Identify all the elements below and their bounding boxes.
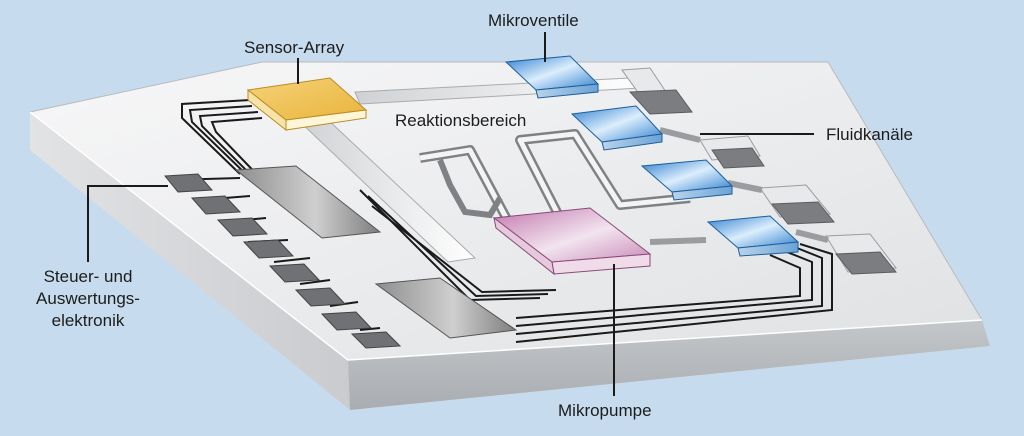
micro-valve <box>570 105 664 151</box>
outlet-well <box>628 89 693 115</box>
micro-valve <box>706 215 800 257</box>
chip-right-face <box>348 320 990 410</box>
control-electronics <box>234 165 518 339</box>
contact-pads <box>163 173 402 349</box>
micro-valve <box>640 159 734 201</box>
micro-valves <box>504 55 800 257</box>
contact-pad <box>163 173 214 193</box>
contact-pad <box>320 311 373 331</box>
fluid-channels <box>296 67 898 275</box>
label-mikroventile: Mikroventile <box>488 11 579 30</box>
label-steuer-elektronik: Steuer- und Auswertungs- elektronik <box>18 266 158 332</box>
contact-pad <box>242 239 295 259</box>
label-sensor-array: Sensor-Array <box>244 38 345 57</box>
label-steuer-line3: elektronik <box>51 311 125 330</box>
label-mikropumpe: Mikropumpe <box>558 401 652 420</box>
outlet-well <box>770 201 836 225</box>
label-steuer-line1: Steuer- und <box>43 267 133 286</box>
electronics-chip <box>234 165 382 239</box>
micro-valve <box>504 55 600 99</box>
contact-pad <box>268 263 321 283</box>
contact-pad <box>216 217 269 237</box>
leader-line-electronics <box>87 185 168 262</box>
electrical-traces <box>169 99 833 343</box>
micro-pump-block <box>492 207 652 276</box>
label-steuer-line2: Auswertungs- <box>36 289 140 308</box>
label-reaktionsbereich: Reaktionsbereich <box>395 111 527 130</box>
leader-lines <box>87 32 814 396</box>
contact-pad <box>350 331 402 349</box>
outlet-well <box>834 251 898 275</box>
label-fluidkanaele: Fluidkanäle <box>826 125 913 144</box>
outlet-well <box>711 147 765 169</box>
contact-pad <box>294 287 347 307</box>
electronics-chip <box>374 277 518 339</box>
contact-pad <box>190 195 242 215</box>
sensor-array-block <box>246 77 368 132</box>
